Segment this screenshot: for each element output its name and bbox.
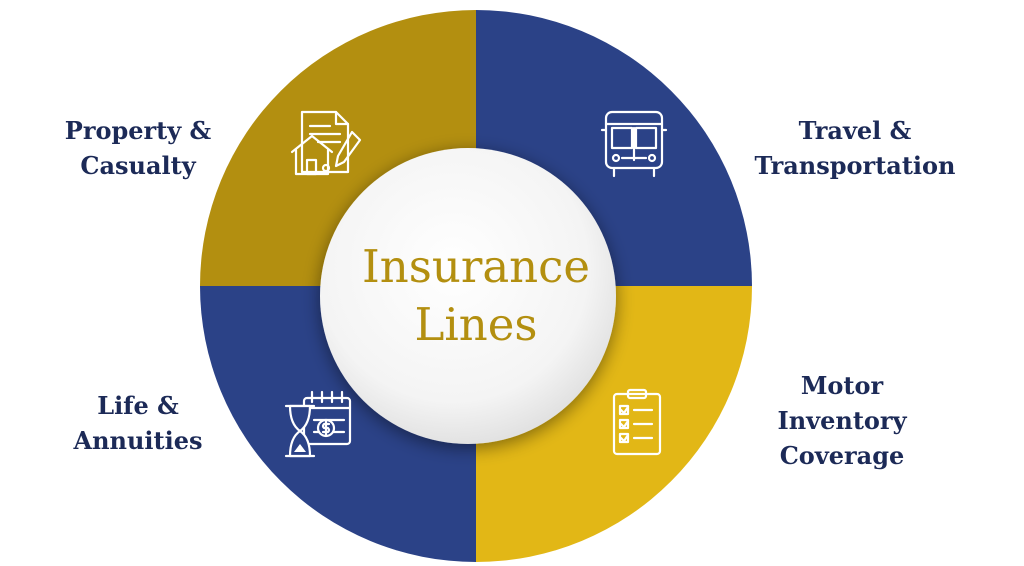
label-travel-transportation: Travel & Transportation <box>742 113 968 183</box>
label-line: Motor <box>800 371 884 400</box>
property-document-house-icon <box>290 110 362 176</box>
label-line: Travel & <box>798 116 912 145</box>
center-circle <box>320 148 616 444</box>
label-life-annuities: Life & Annuities <box>52 388 224 458</box>
label-line: Life & <box>97 391 179 420</box>
bus-icon <box>600 110 668 178</box>
label-property-casualty: Property & Casualty <box>52 113 224 183</box>
label-line: Property & <box>64 116 212 145</box>
checklist-clipboard-icon <box>612 388 662 456</box>
label-line: Inventory <box>777 406 907 435</box>
hourglass-calendar-dollar-icon <box>284 390 352 458</box>
label-line: Coverage <box>779 441 905 470</box>
label-motor-inventory-coverage: Motor Inventory Coverage <box>742 368 942 473</box>
center-title-line-2: Lines <box>414 298 538 351</box>
center-title: Insurance Lines <box>336 238 616 354</box>
center-title-line-1: Insurance <box>362 240 590 293</box>
label-line: Transportation <box>754 151 956 180</box>
label-line: Annuities <box>73 426 203 455</box>
label-line: Casualty <box>80 151 196 180</box>
